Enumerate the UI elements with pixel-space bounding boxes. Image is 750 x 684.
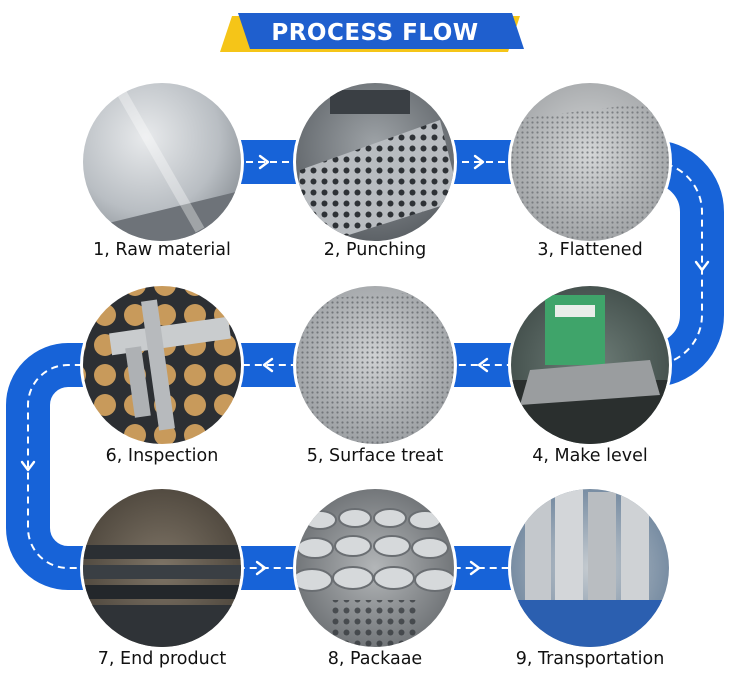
step-photo-punching — [293, 80, 457, 244]
step-photo-flattened — [508, 80, 672, 244]
arrow-chevron-icon — [473, 154, 485, 170]
arrow-chevron-icon — [694, 260, 710, 272]
step-label-make-level: 4, Make level — [532, 446, 648, 466]
header-title: PROCESS FLOW — [271, 20, 479, 46]
step-photo-surface-treat — [293, 283, 457, 447]
step-label-punching: 2, Punching — [323, 240, 427, 260]
step-label-flattened: 3, Flattened — [537, 240, 643, 260]
step-photo-packaae — [293, 486, 457, 650]
arrow-chevron-icon — [258, 154, 270, 170]
arrow-chevron-icon — [20, 460, 36, 472]
banner-ribbon — [238, 13, 524, 49]
arrow-chevron-icon — [469, 560, 481, 576]
step-label-end-product: 7, End product — [97, 649, 227, 669]
step-label-surface-treat: 5, Surface treat — [306, 446, 444, 466]
step-photo-make-level — [508, 283, 672, 447]
header-banner — [220, 13, 524, 52]
step-label-transportation: 9, Transportation — [515, 649, 665, 669]
arrow-chevron-icon — [262, 357, 274, 373]
step-label-inspection: 6, Inspection — [105, 446, 219, 466]
arrow-chevron-icon — [477, 357, 489, 373]
step-label-packaae: 8, Packaae — [327, 649, 423, 669]
arrow-chevron-icon — [255, 560, 267, 576]
step-photo-inspection — [80, 283, 244, 447]
step-photo-transportation — [508, 486, 672, 650]
step-photo-raw-material — [80, 80, 244, 244]
step-photo-end-product — [80, 486, 244, 650]
step-label-raw-material: 1, Raw material — [93, 240, 231, 260]
